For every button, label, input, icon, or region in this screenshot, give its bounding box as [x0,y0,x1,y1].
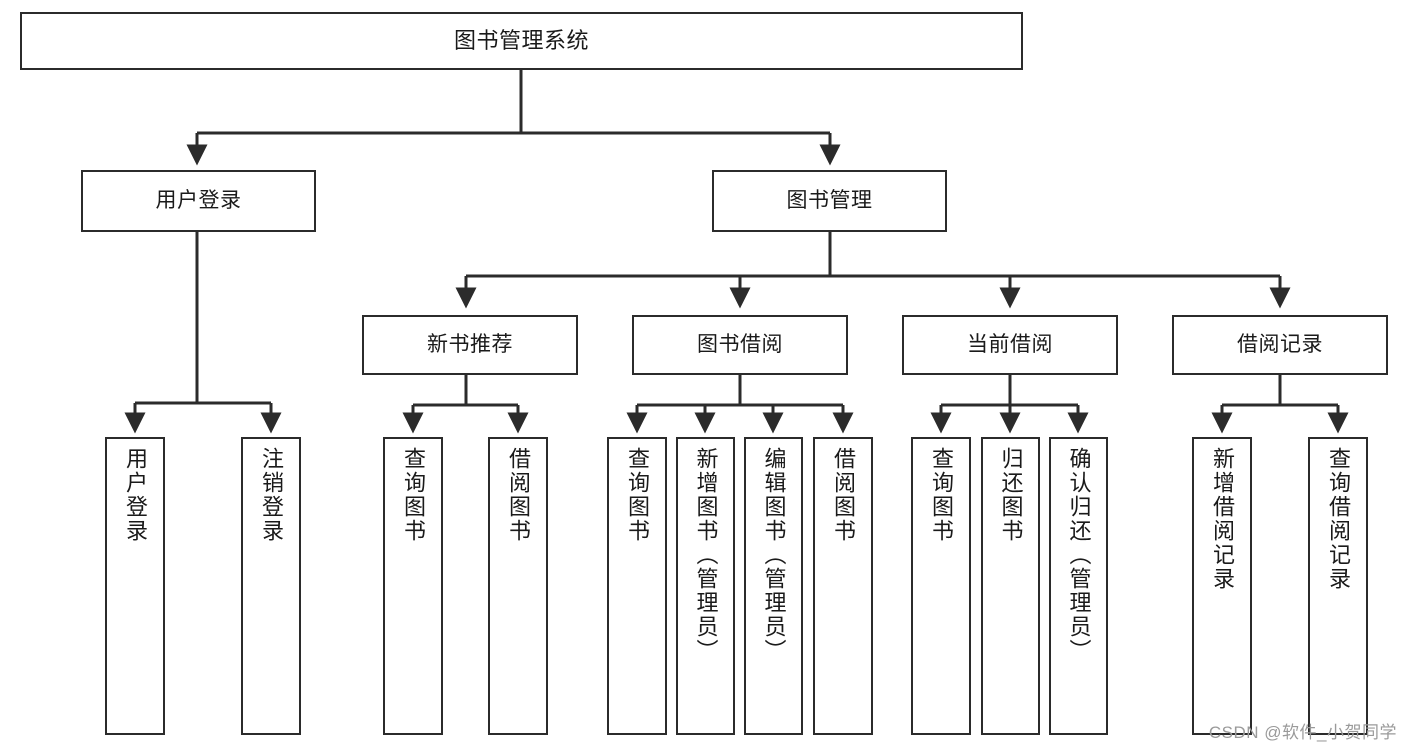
node-book-management-label: 图书管理 [786,188,873,212]
leaf-query-book-3-label: 查询图书 [929,447,954,543]
node-new-book-recommend[interactable]: 新书推荐 [362,315,578,375]
leaf-query-record[interactable]: 查询借阅记录 [1308,437,1368,735]
leaf-borrow-book-2-label: 借阅图书 [831,447,856,543]
leaf-add-record-label: 新增借阅记录 [1210,447,1235,591]
leaf-return-book-label: 归还图书 [998,447,1024,543]
leaf-add-book-label: 新增图书（管理员） [693,447,719,663]
leaf-add-record[interactable]: 新增借阅记录 [1192,437,1252,735]
leaf-borrow-book-1-label: 借阅图书 [506,447,531,543]
node-user-login[interactable]: 用户登录 [81,170,316,232]
leaf-borrow-book-1[interactable]: 借阅图书 [488,437,548,735]
node-book-management[interactable]: 图书管理 [712,170,947,232]
node-book-borrow-label: 图书借阅 [697,332,783,356]
leaf-user-login-label: 用户登录 [123,447,148,543]
leaf-edit-book-label: 编辑图书（管理员） [761,447,787,663]
leaf-edit-book[interactable]: 编辑图书（管理员） [744,437,803,735]
leaf-logout-label: 注销登录 [259,447,284,543]
leaf-user-login[interactable]: 用户登录 [105,437,165,735]
leaf-query-book-1-label: 查询图书 [401,447,426,543]
node-current-borrow[interactable]: 当前借阅 [902,315,1118,375]
node-borrow-record-label: 借阅记录 [1237,332,1323,356]
node-book-borrow[interactable]: 图书借阅 [632,315,848,375]
leaf-return-book[interactable]: 归还图书 [981,437,1040,735]
node-current-borrow-label: 当前借阅 [967,332,1053,356]
leaf-borrow-book-2[interactable]: 借阅图书 [813,437,873,735]
leaf-query-book-3[interactable]: 查询图书 [911,437,971,735]
node-root-label: 图书管理系统 [453,28,589,54]
node-new-book-recommend-label: 新书推荐 [427,332,513,356]
watermark: CSDN @软件_小贺同学 [1208,723,1397,742]
leaf-confirm-return-label: 确认归还（管理员） [1066,447,1092,663]
leaf-query-book-1[interactable]: 查询图书 [383,437,443,735]
leaf-query-record-label: 查询借阅记录 [1326,447,1351,591]
node-user-login-label: 用户登录 [155,188,242,212]
node-root[interactable]: 图书管理系统 [20,12,1023,70]
node-borrow-record[interactable]: 借阅记录 [1172,315,1388,375]
leaf-query-book-2-label: 查询图书 [625,447,650,543]
leaf-add-book[interactable]: 新增图书（管理员） [676,437,735,735]
leaf-confirm-return[interactable]: 确认归还（管理员） [1049,437,1108,735]
leaf-logout[interactable]: 注销登录 [241,437,301,735]
leaf-query-book-2[interactable]: 查询图书 [607,437,667,735]
